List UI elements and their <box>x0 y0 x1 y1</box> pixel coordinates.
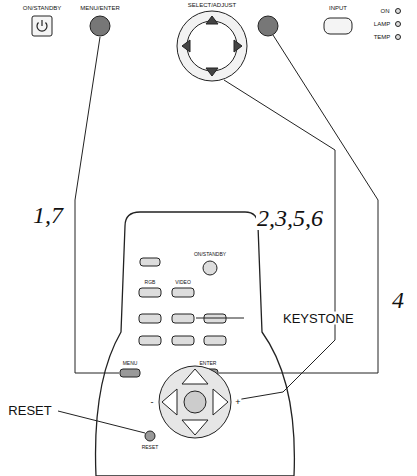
keystone-button <box>172 314 194 323</box>
panel-label: SELECT/ADJUST <box>187 2 237 8</box>
power-symbol <box>37 20 47 31</box>
leader-line <box>58 411 145 433</box>
indicator-label: TEMP <box>373 34 392 40</box>
indicator-led <box>396 22 401 27</box>
remote-button <box>139 336 161 345</box>
remote-dpad <box>159 366 231 438</box>
indicator-label: ON <box>380 8 391 14</box>
select-adjust-pad <box>177 11 247 81</box>
remote-button <box>172 288 194 297</box>
part-name: RESET <box>7 404 52 417</box>
pad-arrows <box>182 16 242 76</box>
leader-line <box>196 318 244 319</box>
remote-button <box>139 314 161 323</box>
leader-line <box>75 37 119 373</box>
remote-label: MENU <box>122 361 139 366</box>
indicator-label: LAMP <box>373 21 391 27</box>
panel-label: INPUT <box>328 5 348 11</box>
callout-number: 2,3,5,6 <box>256 206 324 230</box>
menu-enter-button <box>90 16 110 36</box>
leader-line <box>224 80 335 400</box>
remote-label: ON/STANDBY <box>193 252 227 257</box>
panel-label: MENU/ENTER <box>79 5 121 11</box>
remote-button <box>172 336 194 345</box>
remote-label: RESET <box>141 445 160 450</box>
part-name: KEYSTONE <box>282 312 355 325</box>
dpad-center <box>184 391 206 413</box>
power-button <box>32 16 52 36</box>
panel-button <box>258 16 278 36</box>
remote-button <box>140 258 160 266</box>
panel-label: ON/STANDBY <box>22 5 63 11</box>
remote-menu-button <box>120 369 140 377</box>
callout-number: 1,7 <box>32 203 64 227</box>
remote-button <box>204 336 226 345</box>
indicator-led <box>396 9 401 14</box>
remote-label: - <box>150 398 155 407</box>
remote-power-button <box>203 261 217 275</box>
pad-inner <box>187 21 237 71</box>
remote-label: RGB <box>144 280 157 285</box>
reset-button <box>145 431 155 441</box>
remote-label: + <box>234 398 241 407</box>
leader-line <box>219 35 378 373</box>
input-button <box>324 18 352 34</box>
dpad-keys <box>162 369 228 435</box>
remote-label: VIDEO <box>174 280 192 285</box>
remote-button <box>139 288 161 297</box>
remote-body <box>96 212 295 476</box>
callout-number: 4 <box>391 288 405 312</box>
remote-label: ENTER <box>199 361 218 366</box>
indicator-led <box>396 35 401 40</box>
